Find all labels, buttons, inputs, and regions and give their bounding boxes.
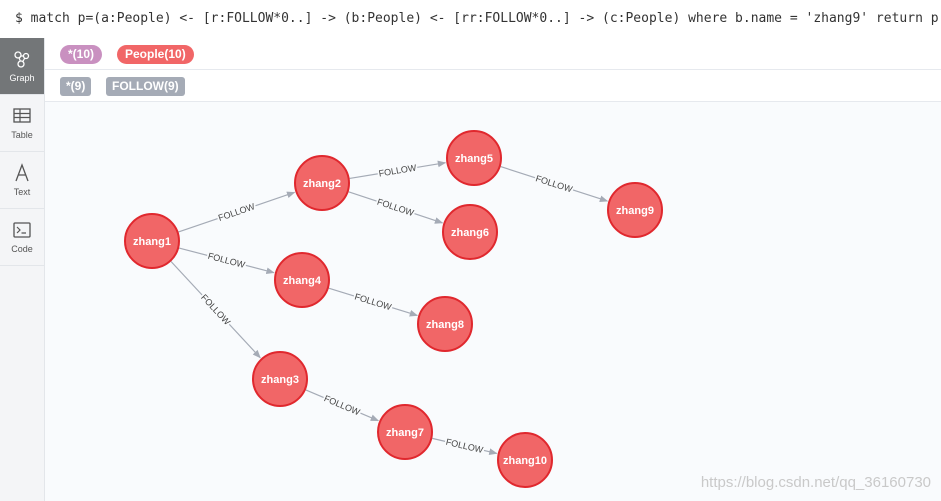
edge-label-background xyxy=(198,290,234,328)
node-circle[interactable] xyxy=(252,351,308,407)
text-icon xyxy=(15,163,29,182)
graph-icon xyxy=(14,51,30,68)
node-zhang3[interactable]: zhang3 xyxy=(252,351,308,407)
node-zhang6[interactable]: zhang6 xyxy=(442,204,498,260)
edge-zhang5-zhang9[interactable]: FOLLOW xyxy=(500,166,609,202)
edge-zhang1-zhang3[interactable]: FOLLOW xyxy=(170,261,261,359)
text-view-button[interactable]: Text xyxy=(0,152,44,209)
edge-label-background xyxy=(533,171,575,195)
edge-label: FOLLOW xyxy=(199,292,233,327)
edge-label-background xyxy=(321,391,363,418)
table-view-label: Table xyxy=(11,130,33,140)
edge-zhang7-zhang10[interactable]: FOLLOW xyxy=(432,435,498,456)
node-label: zhang6 xyxy=(451,227,489,239)
node-label: zhang2 xyxy=(303,178,341,190)
edge-zhang3-zhang7[interactable]: FOLLOW xyxy=(305,389,380,422)
edge-label-background xyxy=(352,290,394,313)
all-relationships-pill[interactable]: *(9) xyxy=(60,77,92,96)
node-zhang7[interactable]: zhang7 xyxy=(377,404,433,460)
edge-label: FOLLOW xyxy=(376,197,416,219)
edge-label-background xyxy=(443,435,486,456)
node-circle[interactable] xyxy=(294,155,350,211)
graph-view-button[interactable]: Graph xyxy=(0,38,44,95)
node-label: zhang8 xyxy=(426,319,464,331)
edge-label: FOLLOW xyxy=(353,291,393,312)
node-zhang10[interactable]: zhang10 xyxy=(497,432,553,488)
follow-relationship-pill[interactable]: FOLLOW(9) xyxy=(106,77,185,96)
edge-label: FOLLOW xyxy=(323,393,362,417)
node-zhang9[interactable]: zhang9 xyxy=(607,182,663,238)
watermark: https://blog.csdn.net/qq_36160730 xyxy=(700,474,931,491)
edge-zhang4-zhang8[interactable]: FOLLOW xyxy=(328,287,419,317)
node-circle[interactable] xyxy=(274,252,330,308)
people-label-pill[interactable]: People(10) xyxy=(117,45,194,64)
node-circle[interactable] xyxy=(607,182,663,238)
edge-label: FOLLOW xyxy=(445,437,485,455)
text-view-label: Text xyxy=(13,187,31,197)
node-label: zhang5 xyxy=(455,153,493,165)
node-circle[interactable] xyxy=(377,404,433,460)
node-circle[interactable] xyxy=(417,296,473,352)
node-label: zhang4 xyxy=(283,275,322,287)
graph-svg[interactable]: FOLLOW FOLLOW FOLLOW FOLLOW FOLLOW FOLLOW FOLL… xyxy=(45,102,941,501)
all-nodes-pill[interactable]: *(10) xyxy=(60,45,103,64)
relationship-types-legend: *(9) FOLLOW(9) xyxy=(45,70,941,102)
edge-label: FOLLOW xyxy=(207,251,247,270)
node-zhang4[interactable]: zhang4 xyxy=(274,252,330,308)
edge-label-background xyxy=(374,195,417,219)
node-zhang1[interactable]: zhang1 xyxy=(124,213,180,269)
node-label: zhang9 xyxy=(616,205,654,217)
code-view-button[interactable]: Code xyxy=(0,209,44,266)
query-text[interactable]: $ match p=(a:People) <- [r:FOLLOW*0..] -… xyxy=(15,11,939,26)
table-icon xyxy=(13,108,31,123)
node-zhang2[interactable]: zhang2 xyxy=(294,155,350,211)
node-labels-legend: *(10) People(10) xyxy=(45,38,941,70)
graph-canvas[interactable]: FOLLOW FOLLOW FOLLOW FOLLOW FOLLOW FOLLOW FOLL… xyxy=(45,102,941,501)
edge-label: FOLLOW xyxy=(534,173,574,194)
edge-label-background xyxy=(376,161,419,179)
code-icon xyxy=(13,222,31,238)
edge-zhang1-zhang4[interactable]: FOLLOW xyxy=(178,247,275,275)
node-label: zhang7 xyxy=(386,427,424,439)
edge-zhang2-zhang5[interactable]: FOLLOW xyxy=(349,160,447,180)
edge-label-background xyxy=(215,200,258,224)
view-sidebar: Graph Table Text Code xyxy=(0,38,45,501)
node-zhang5[interactable]: zhang5 xyxy=(446,130,502,186)
edge-label: FOLLOW xyxy=(378,162,418,178)
edge-zhang2-zhang6[interactable]: FOLLOW xyxy=(348,191,444,224)
node-circle[interactable] xyxy=(497,432,553,488)
edge-label: FOLLOW xyxy=(217,201,257,223)
query-bar[interactable]: $ match p=(a:People) <- [r:FOLLOW*0..] -… xyxy=(0,0,941,39)
node-label: zhang10 xyxy=(503,455,547,467)
node-circle[interactable] xyxy=(124,213,180,269)
table-view-button[interactable]: Table xyxy=(0,95,44,152)
code-view-label: Code xyxy=(11,244,33,254)
node-label: zhang3 xyxy=(261,374,299,386)
edge-label-background xyxy=(205,249,248,271)
node-circle[interactable] xyxy=(446,130,502,186)
node-zhang8[interactable]: zhang8 xyxy=(417,296,473,352)
node-circle[interactable] xyxy=(442,204,498,260)
edge-zhang1-zhang2[interactable]: FOLLOW xyxy=(178,191,296,233)
graph-view-label: Graph xyxy=(9,73,35,83)
node-label: zhang1 xyxy=(133,236,171,248)
